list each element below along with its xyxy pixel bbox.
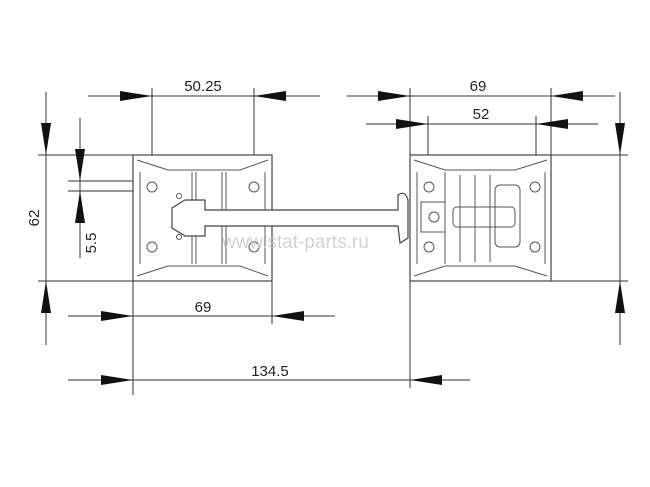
dim-hole-spacing-left: 50.25 [184,78,222,95]
dim-hole-offset: 5.5 [83,233,100,254]
dimension-arrow [615,281,625,313]
hook-arm [171,192,409,245]
dimension-arrow [101,311,133,321]
dimension-arrow [551,91,583,101]
dimension-arrow [536,119,568,129]
dimension-arrow [410,375,442,385]
dim-width-left-part: 69 [195,299,212,316]
dimension-arrow [378,91,410,101]
dimension-arrow [75,149,85,181]
dimension-arrow [254,91,286,101]
dim-height: 62 [26,210,43,227]
dimension-arrow [41,281,51,313]
dimension-arrow [272,311,304,321]
dimension-arrow [120,91,152,101]
dimension-arrow [75,191,85,223]
dimension-arrow [615,123,625,155]
dim-hole-spacing-right: 52 [473,106,490,123]
dimension-arrow [41,123,51,155]
right-catch-plate [409,154,552,282]
dim-overall-length: 134.5 [251,363,289,380]
dim-width-right-part: 69 [470,78,487,95]
dimension-lines [38,88,628,395]
dimension-arrow [396,119,428,129]
watermark: www.stat-parts.ru [221,232,369,253]
dimension-arrow [101,375,133,385]
